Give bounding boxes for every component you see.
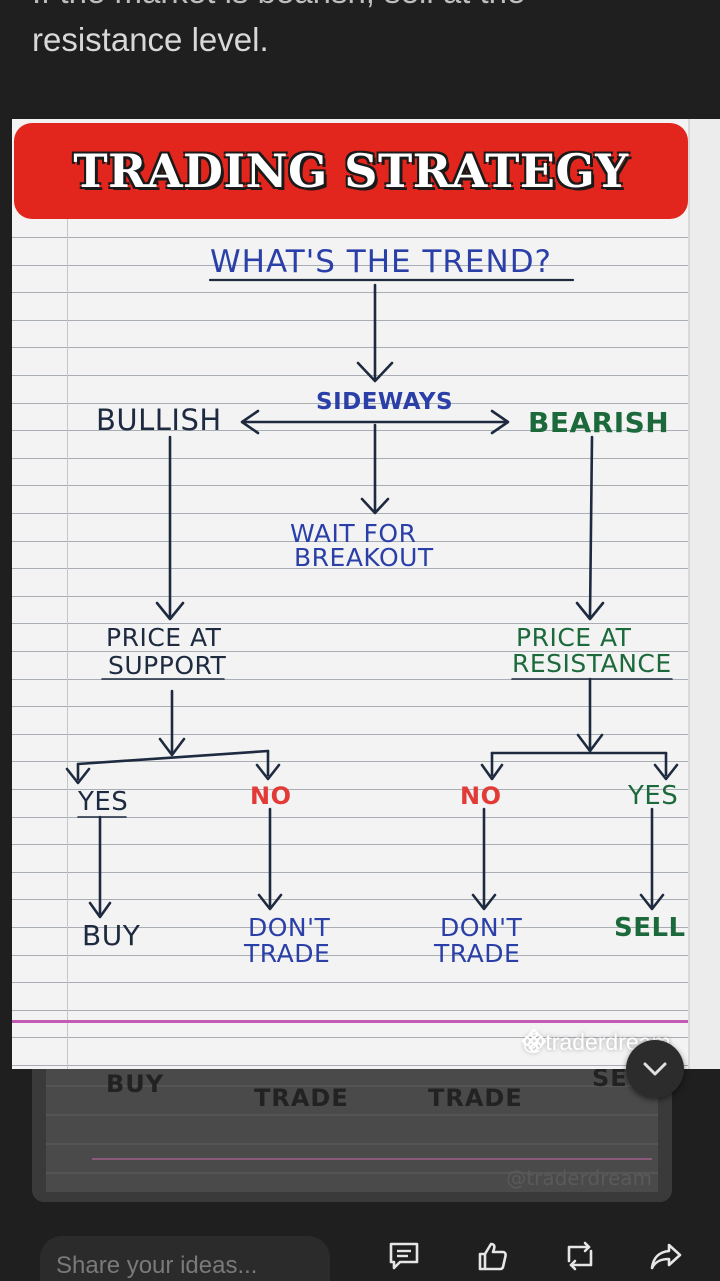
label-no-right: NO <box>460 782 502 810</box>
trading-strategy-image[interactable]: TRADING STRATEGY <box>12 119 720 1069</box>
label-price-at-support-1: PRICE AT <box>106 623 222 652</box>
notebook-rule-line <box>12 651 688 652</box>
title-banner: TRADING STRATEGY <box>14 123 688 219</box>
ghost-trade-right: TRADE <box>428 1084 523 1112</box>
notebook-rule-line <box>12 761 688 762</box>
label-price-at-resistance-2: RESISTANCE <box>512 649 672 678</box>
ghost-paper <box>46 1058 658 1192</box>
repost-icon <box>567 1241 593 1271</box>
ghost-buy: BUY <box>106 1070 165 1098</box>
like-button[interactable] <box>474 1238 510 1274</box>
share-ideas-input[interactable] <box>40 1236 330 1281</box>
ghost-watermark: @traderdream <box>506 1166 652 1190</box>
post-text: If the market is bearish, sell at the re… <box>32 0 692 64</box>
banner-title: TRADING STRATEGY <box>73 144 629 198</box>
notebook-rule-line <box>12 789 688 790</box>
post-text-line-2: resistance level. <box>32 21 269 58</box>
notebook-rule-line <box>12 982 688 983</box>
label-price-at-support-2: SUPPORT <box>108 651 227 680</box>
post-text-line-1: If the market is bearish, sell at the <box>32 0 692 16</box>
notebook-rule-line <box>12 430 688 431</box>
expand-button[interactable] <box>626 1040 684 1098</box>
notebook-rule-line <box>12 679 688 680</box>
label-sideways: SIDEWAYS <box>316 389 454 415</box>
notebook-rule-line <box>12 485 688 486</box>
notebook-rule-line <box>12 513 688 514</box>
flowchart-arrows <box>65 278 679 919</box>
notebook-rule-line <box>12 320 688 321</box>
label-yes-right: YES <box>628 781 679 811</box>
label-dont-trade-right-2: TRADE <box>434 939 521 968</box>
repost-button[interactable] <box>562 1238 598 1274</box>
label-bullish: BULLISH <box>96 403 222 437</box>
action-bar <box>0 1232 720 1281</box>
label-dont-trade-left-1: DON'T <box>248 913 331 942</box>
notebook-rule-line <box>12 541 688 542</box>
notebook-rule-line <box>12 927 688 928</box>
notebook-rule-line <box>12 734 688 735</box>
notebook-page <box>12 119 690 1069</box>
notebook-rule-line <box>12 237 688 238</box>
notebook-rule-line <box>12 458 688 459</box>
notebook-rule-line <box>12 292 688 293</box>
ghost-pink-line <box>92 1158 652 1160</box>
label-buy: BUY <box>82 919 141 952</box>
notebook-rule-line <box>12 403 688 404</box>
share-icon <box>650 1243 682 1270</box>
label-dont-trade-left-2: TRADE <box>244 939 331 968</box>
label-dont-trade-right-1: DON'T <box>440 913 523 942</box>
notebook-rule-line <box>12 375 688 376</box>
notebook-margin <box>67 214 68 1069</box>
trend-question: WHAT'S THE TREND? <box>210 244 553 280</box>
notebook-rule-line <box>12 265 688 266</box>
label-bearish: BEARISH <box>528 406 670 439</box>
notebook-rule-line <box>12 872 688 873</box>
label-sell: SELL <box>614 913 686 943</box>
comment-icon <box>389 1242 419 1270</box>
comment-button[interactable] <box>386 1238 422 1274</box>
thumbs-up-icon <box>478 1242 507 1271</box>
notebook-rule-line <box>12 817 688 818</box>
binance-logo-icon <box>522 1029 546 1053</box>
image-preview-behind: BUY TRADE TRADE SE @traderdream <box>32 1058 672 1202</box>
notebook-rule-line <box>12 1065 688 1066</box>
notebook-rule-line <box>12 899 688 900</box>
label-wait-for: WAIT FOR <box>290 519 417 548</box>
notebook-rule-line <box>12 844 688 845</box>
chevron-down-icon <box>643 1062 667 1076</box>
notebook-rule-line <box>12 1010 688 1011</box>
label-no-left: NO <box>250 782 292 810</box>
label-price-at-resistance-1: PRICE AT <box>516 623 632 652</box>
notebook-rule-line <box>12 955 688 956</box>
notebook-rule-line <box>12 623 688 624</box>
notebook-pink-line <box>12 1020 688 1023</box>
ghost-trade-left: TRADE <box>254 1084 349 1112</box>
label-yes-left: YES <box>78 787 129 817</box>
notebook-rule-line <box>12 706 688 707</box>
label-breakout: BREAKOUT <box>294 543 434 572</box>
notebook-rule-line <box>12 347 688 348</box>
notebook-rule-line <box>12 596 688 597</box>
share-button[interactable] <box>648 1238 684 1274</box>
notebook-rule-line <box>12 1037 688 1038</box>
notebook-rule-line <box>12 568 688 569</box>
